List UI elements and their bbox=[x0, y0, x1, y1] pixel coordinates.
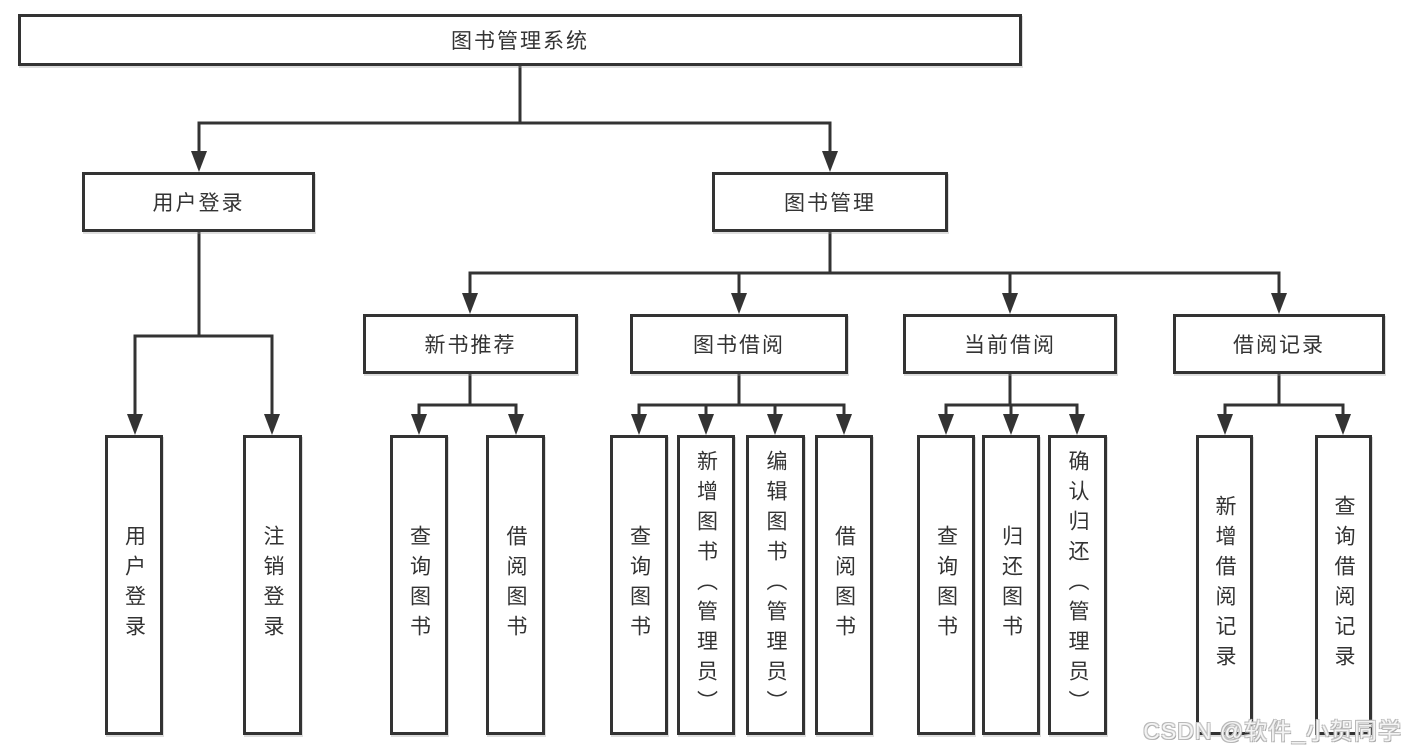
node-book-borrow: 图书借阅 bbox=[630, 314, 848, 374]
leaf-query-books-recommend: 查询图书 bbox=[390, 435, 448, 735]
leaf-query-books-current-label: 查询图书 bbox=[934, 525, 958, 645]
leaf-return-book: 归还图书 bbox=[982, 435, 1040, 735]
node-book-borrow-label: 图书借阅 bbox=[693, 334, 785, 357]
leaf-borrow-books-recommend: 借阅图书 bbox=[486, 435, 545, 735]
node-borrow-records-label: 借阅记录 bbox=[1233, 334, 1325, 357]
node-book-management: 图书管理 bbox=[712, 172, 948, 232]
leaf-borrow-books: 借阅图书 bbox=[815, 435, 873, 735]
node-borrow-records: 借阅记录 bbox=[1173, 314, 1385, 374]
watermark: CSDN @软件_小贺同学 bbox=[1143, 718, 1402, 744]
node-user-login: 用户登录 bbox=[82, 172, 315, 232]
leaf-user-login: 用户登录 bbox=[105, 435, 163, 735]
node-root: 图书管理系统 bbox=[18, 14, 1022, 66]
leaf-add-book-admin-label: 新增图书（管理员） bbox=[694, 450, 718, 720]
leaf-user-login-label: 用户登录 bbox=[122, 525, 146, 645]
leaf-confirm-return-admin: 确认归还（管理员） bbox=[1048, 435, 1107, 735]
leaf-add-borrow-record: 新增借阅记录 bbox=[1196, 435, 1253, 735]
node-new-book-recommend: 新书推荐 bbox=[363, 314, 578, 374]
leaf-query-borrow-record-label: 查询借阅记录 bbox=[1332, 495, 1355, 675]
leaf-logout: 注销登录 bbox=[243, 435, 302, 735]
leaf-add-borrow-record-label: 新增借阅记录 bbox=[1213, 495, 1236, 675]
leaf-query-books-borrow-label: 查询图书 bbox=[627, 525, 651, 645]
node-book-management-label: 图书管理 bbox=[784, 192, 876, 215]
leaf-edit-book-admin: 编辑图书（管理员） bbox=[746, 435, 805, 735]
leaf-query-books-recommend-label: 查询图书 bbox=[407, 525, 431, 645]
leaf-borrow-books-label: 借阅图书 bbox=[832, 525, 856, 645]
leaf-add-book-admin: 新增图书（管理员） bbox=[677, 435, 735, 735]
node-user-login-label: 用户登录 bbox=[152, 192, 245, 215]
node-new-book-recommend-label: 新书推荐 bbox=[424, 334, 517, 357]
leaf-query-books-borrow: 查询图书 bbox=[610, 435, 668, 735]
leaf-edit-book-admin-label: 编辑图书（管理员） bbox=[764, 450, 787, 720]
leaf-return-book-label: 归还图书 bbox=[999, 525, 1023, 645]
leaf-borrow-books-recommend-label: 借阅图书 bbox=[504, 525, 527, 645]
leaf-query-borrow-record: 查询借阅记录 bbox=[1315, 435, 1372, 735]
leaf-confirm-return-admin-label: 确认归还（管理员） bbox=[1066, 450, 1089, 720]
node-root-label: 图书管理系统 bbox=[451, 30, 589, 53]
leaf-logout-label: 注销登录 bbox=[261, 525, 284, 645]
leaf-query-books-current: 查询图书 bbox=[917, 435, 975, 735]
node-current-borrow-label: 当前借阅 bbox=[964, 334, 1056, 357]
node-current-borrow: 当前借阅 bbox=[903, 314, 1117, 374]
